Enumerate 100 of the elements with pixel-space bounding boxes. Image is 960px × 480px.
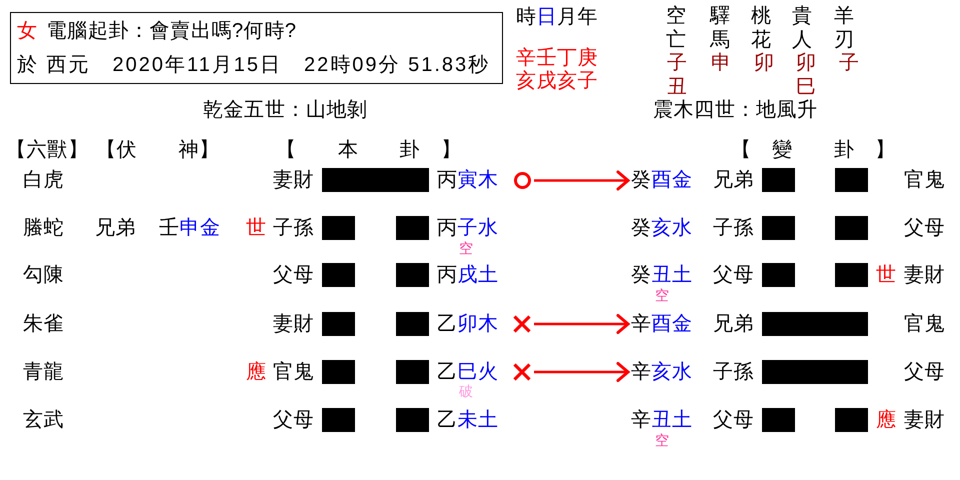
- question-text: 電腦起卦：會賣出嗎?何時?: [46, 20, 297, 42]
- pillar-label: 月: [557, 5, 578, 29]
- relative-label: 子孫: [273, 216, 314, 240]
- column-header: 【 本 卦 】: [276, 138, 462, 162]
- broken-line-segment: [835, 216, 868, 240]
- branch-label: 亥: [557, 69, 578, 93]
- broken-line-segment: [396, 360, 429, 384]
- broken-line-segment: [322, 312, 355, 336]
- arrow: [534, 170, 630, 190]
- shi-ying-label: 應: [876, 408, 897, 432]
- cross-mark: [513, 315, 531, 333]
- cross-mark: [513, 363, 531, 381]
- relative-label: 兄弟: [95, 216, 136, 240]
- stem-branch-label: 癸丑土: [631, 263, 693, 287]
- spirit-branch: 卯巳: [796, 52, 817, 99]
- stem-label: 丁: [557, 46, 578, 70]
- broken-line-segment: [396, 216, 429, 240]
- relative-label: 父母: [904, 216, 946, 240]
- relative-label: 子孫: [713, 360, 754, 384]
- broken-line-segment: [835, 263, 868, 287]
- header-box: [10, 12, 503, 84]
- animal-label: 螣蛇: [23, 216, 64, 240]
- broken-line-segment: [762, 216, 795, 240]
- solid-line-bar: [322, 168, 429, 192]
- stem-branch-label: 乙卯木: [437, 312, 499, 336]
- hexagram-title: 乾金五世：山地剝: [203, 98, 368, 122]
- spirit-name: 桃花: [751, 5, 772, 52]
- solid-line-bar: [762, 312, 868, 336]
- stem-branch-label: 癸亥水: [631, 216, 693, 240]
- broken-line-segment: [322, 263, 355, 287]
- animal-label: 青龍: [23, 360, 64, 384]
- stem-branch-label: 丙寅木: [437, 168, 499, 192]
- spirit-name: 驛馬: [710, 5, 731, 52]
- broken-line-segment: [835, 168, 868, 192]
- broken-line-segment: [396, 312, 429, 336]
- gender-label: 女: [17, 20, 38, 42]
- branch-label: 戌: [536, 69, 558, 93]
- spirit-name: 貴人: [792, 5, 813, 52]
- relative-label: 兄弟: [713, 312, 754, 336]
- stem-branch-label: 辛丑土: [631, 408, 693, 432]
- broken-line-segment: [322, 360, 355, 384]
- broken-line-segment: [835, 408, 868, 432]
- relative-label: 官鬼: [273, 360, 314, 384]
- stem-branch-label: 辛酉金: [631, 312, 693, 336]
- pillar-label: 時: [516, 5, 537, 29]
- broken-line-segment: [322, 408, 355, 432]
- relative-label: 兄弟: [713, 168, 754, 192]
- relative-label: 父母: [273, 408, 314, 432]
- relative-label: 妻財: [273, 168, 314, 192]
- date-text: 於 西元 2020年11月15日 22時09分 51.83秒: [17, 54, 490, 76]
- void-label: 空: [655, 287, 669, 303]
- void-label: 空: [459, 240, 473, 256]
- spirit-branch: 子: [839, 52, 860, 76]
- relative-label: 父母: [904, 360, 946, 384]
- stem-label: 庚: [578, 46, 598, 70]
- shi-ying-label: 應: [246, 360, 267, 384]
- relative-label: 妻財: [904, 263, 946, 287]
- shi-ying-label: 世: [246, 216, 267, 240]
- spirit-branch: 子丑: [667, 52, 688, 99]
- relative-label: 官鬼: [904, 168, 946, 192]
- branch-label: 亥: [516, 69, 537, 93]
- relative-label: 父母: [713, 263, 754, 287]
- circle-mark: [514, 172, 531, 189]
- column-header: 【六獸】: [6, 138, 88, 162]
- broken-line-segment: [396, 263, 429, 287]
- spirit-name: 空亡: [666, 5, 687, 52]
- stem-branch-label: 辛亥水: [631, 360, 693, 384]
- stem-branch-label: 乙巳火: [437, 360, 499, 384]
- pillar-label: 日: [536, 5, 558, 29]
- void-label: 空: [655, 432, 669, 448]
- branch-label: 子: [578, 69, 598, 93]
- relative-label: 子孫: [713, 216, 754, 240]
- animal-label: 勾陳: [23, 263, 64, 287]
- arrow: [534, 314, 630, 334]
- spirit-branch: 申: [711, 52, 732, 76]
- spirit-branch: 卯: [754, 52, 775, 76]
- broken-line-segment: [762, 168, 795, 192]
- broken-line-segment: [762, 263, 795, 287]
- break-label: 破: [459, 383, 473, 399]
- stem-branch-label: 丙子水: [437, 216, 499, 240]
- stem-branch-label: 乙未土: [437, 408, 499, 432]
- stem-label: 壬: [536, 46, 558, 70]
- pillar-label: 年: [578, 5, 598, 29]
- stem-branch-label: 癸酉金: [631, 168, 693, 192]
- relative-label: 父母: [713, 408, 754, 432]
- solid-line-bar: [762, 360, 868, 384]
- animal-label: 朱雀: [23, 312, 64, 336]
- column-header: 【伏 神】: [96, 138, 220, 162]
- shi-ying-label: 世: [876, 263, 897, 287]
- animal-label: 玄武: [23, 408, 64, 432]
- broken-line-segment: [762, 408, 795, 432]
- relative-label: 官鬼: [904, 312, 946, 336]
- hexagram-title: 震木四世：地風升: [653, 98, 818, 122]
- broken-line-segment: [322, 216, 355, 240]
- broken-line-segment: [396, 408, 429, 432]
- stem-branch-label: 壬申金: [159, 216, 221, 240]
- spirit-name: 羊刃: [834, 5, 855, 52]
- column-header: 【 變 卦 】: [731, 138, 896, 162]
- stem-branch-label: 丙戌土: [437, 263, 499, 287]
- relative-label: 父母: [273, 263, 314, 287]
